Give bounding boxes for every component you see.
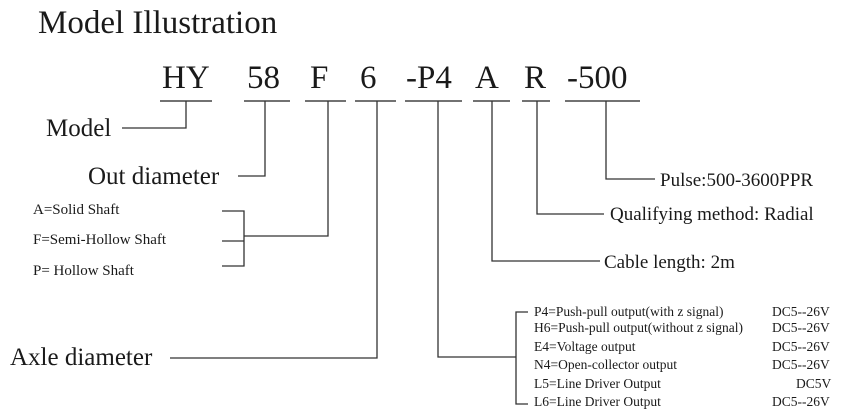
connector-qualifying	[536, 101, 604, 215]
output-option-name: H6=Push-pull output(without z signal)	[534, 320, 743, 335]
connector-model	[122, 101, 187, 129]
output-option-name: L5=Line Driver Output	[534, 376, 661, 391]
connector-output	[437, 101, 516, 358]
shaft-option-semi-hollow: F=Semi-Hollow Shaft	[33, 232, 167, 248]
label-qualifying: Qualifying method: Radial	[610, 204, 814, 225]
label-cable: Cable length: 2m	[604, 252, 735, 273]
label-pulse: Pulse:500-3600PPR	[660, 170, 814, 191]
code-qualifying: R	[524, 60, 547, 96]
output-option-voltage: DC5--26V	[772, 339, 830, 354]
output-option-voltage: DC5--26V	[772, 320, 830, 335]
connector-axle-diameter	[170, 101, 378, 359]
connector-shaft-type	[244, 101, 329, 237]
output-option-name: L6=Line Driver Output	[534, 394, 661, 409]
connector-out-diameter	[238, 101, 266, 177]
output-option-name: N4=Open-collector output	[534, 357, 677, 372]
code-pulse: -500	[567, 60, 628, 96]
label-axle-diameter: Axle diameter	[10, 344, 153, 371]
output-option-name: E4=Voltage output	[534, 339, 636, 354]
output-option-voltage: DC5V	[796, 376, 832, 391]
output-option-voltage: DC5--26V	[772, 304, 830, 319]
connector-pulse	[605, 101, 655, 180]
code-output: -P4	[406, 60, 452, 96]
shaft-option-solid: A=Solid Shaft	[33, 202, 120, 218]
code-axle-diameter: 6	[360, 60, 377, 96]
diagram-title: Model Illustration	[38, 5, 278, 41]
label-out-diameter: Out diameter	[88, 163, 220, 190]
shaft-option-hollow: P= Hollow Shaft	[33, 263, 134, 279]
output-option-name: P4=Push-pull output(with z signal)	[534, 304, 724, 319]
connector-cable	[491, 101, 600, 262]
code-cable: A	[475, 60, 499, 96]
code-model: HY	[162, 60, 210, 96]
shaft-options-bracket	[222, 210, 245, 267]
code-out-diameter: 58	[247, 60, 280, 96]
output-options-bracket	[515, 311, 528, 405]
output-option-voltage: DC5--26V	[772, 394, 830, 409]
output-option-voltage: DC5--26V	[772, 357, 830, 372]
code-shaft-type: F	[310, 60, 329, 96]
label-model: Model	[46, 115, 112, 142]
